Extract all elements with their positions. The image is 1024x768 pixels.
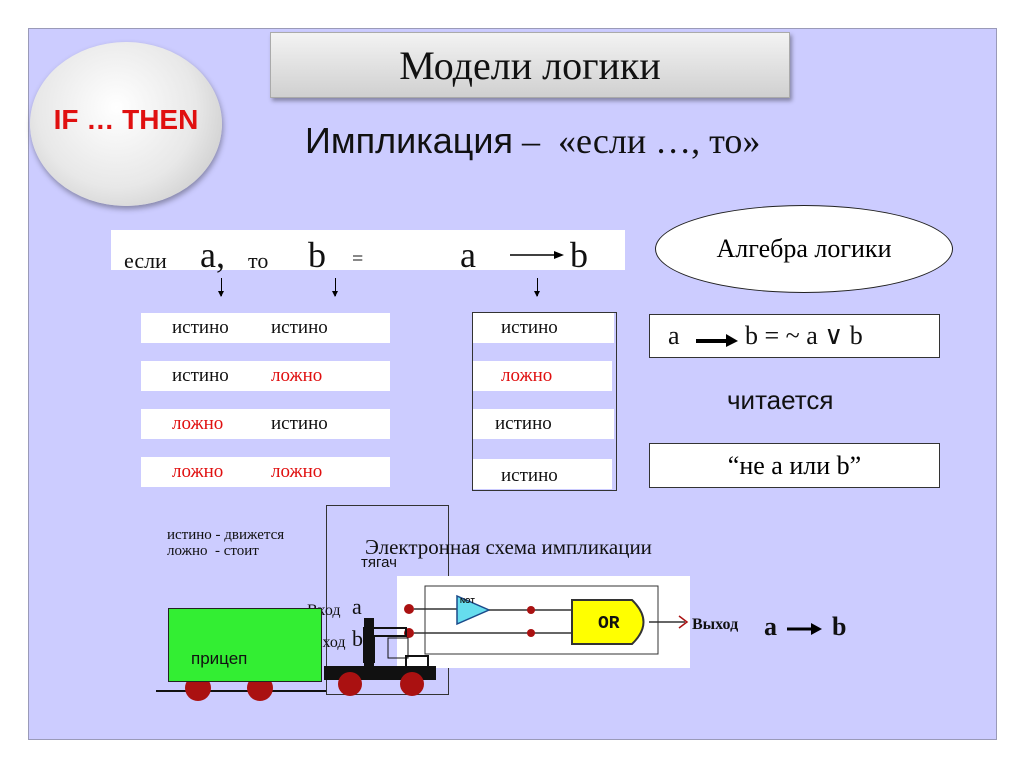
expr-var-a2: a xyxy=(460,235,476,275)
expr-var-a: a, xyxy=(200,235,225,275)
subtitle-term: Импликация xyxy=(305,120,514,161)
reads-label: читается xyxy=(727,385,834,415)
output-cell: истино xyxy=(473,409,614,439)
schema-title: Электронная схема импликации xyxy=(365,535,652,559)
tractor-cab-icon xyxy=(363,627,407,663)
formula-box: a b = ~ a ∨ b xyxy=(649,314,940,358)
implication-arrow-icon xyxy=(510,251,564,259)
expr-equals: = xyxy=(352,248,364,270)
expression-bar xyxy=(111,230,625,270)
expr-var-b: b xyxy=(308,235,326,275)
not-gate-label: NOT xyxy=(460,598,475,605)
subtitle-dash: – xyxy=(522,121,541,161)
output-cell: истино xyxy=(473,313,614,343)
formula-a: a xyxy=(668,321,680,350)
if-then-badge-label: IF … THEN xyxy=(53,104,199,135)
output-b: b xyxy=(832,612,847,641)
output-a: a xyxy=(764,612,777,641)
or-gate-label: OR xyxy=(598,614,620,634)
output-label: Выход xyxy=(692,616,739,633)
reads-value: “не а или b” xyxy=(727,450,862,480)
truth-row: ложно истино xyxy=(141,409,390,439)
legend: истино - движется ложно - стоит xyxy=(167,527,284,559)
slide-title-text: Модели логики xyxy=(399,42,661,88)
tractor-label: тягач xyxy=(361,554,397,571)
circuit-frame xyxy=(424,585,659,655)
truth-row: истино истино xyxy=(141,313,390,343)
truth-cell-a: истино xyxy=(172,365,229,386)
tractor-wheel-icon xyxy=(338,672,362,696)
expr-var-b2: b xyxy=(570,235,588,275)
output-expression: a b xyxy=(764,612,846,642)
reads-box: “не а или b” xyxy=(649,443,940,488)
truth-cell-b: истино xyxy=(271,413,328,434)
algebra-ellipse: Алгебра логики xyxy=(655,205,953,293)
output-value: истино xyxy=(495,413,552,434)
truth-cell-a: ложно xyxy=(172,461,224,482)
expr-if-word: если xyxy=(124,248,167,273)
truth-cell-a: истино xyxy=(172,317,229,338)
tractor-window-icon xyxy=(387,637,409,659)
truth-cell-b: ложно xyxy=(271,461,323,482)
truth-cell-b: истино xyxy=(271,317,328,338)
formula-rhs: b = ~ a ∨ b xyxy=(745,321,863,350)
if-then-badge: IF … THEN xyxy=(30,42,222,206)
trailer-label: прицеп xyxy=(191,649,248,668)
implication-arrow-icon xyxy=(786,623,822,636)
algebra-label: Алгебра логики xyxy=(716,234,892,263)
truth-row: истино ложно xyxy=(141,361,390,391)
tractor-wheel-icon xyxy=(400,672,424,696)
output-value: истино xyxy=(501,465,558,486)
down-arrow-icon-b xyxy=(332,278,338,297)
truth-row: ложно ложно xyxy=(141,457,390,487)
input-b-var: b xyxy=(352,626,363,651)
slide-title: Модели логики xyxy=(270,32,790,98)
down-arrow-icon-a xyxy=(218,278,224,297)
truth-cell-a: ложно xyxy=(172,413,224,434)
circuit-wiring xyxy=(404,585,689,655)
subtitle: Импликация – «если …, то» xyxy=(305,120,760,162)
implication-arrow-icon xyxy=(696,334,738,347)
tractor-exhaust-icon xyxy=(364,618,374,670)
output-arrow-icon xyxy=(678,615,689,629)
down-arrow-icon-out xyxy=(534,278,540,297)
or-gate-icon xyxy=(571,599,645,645)
output-value: истино xyxy=(501,317,558,338)
subtitle-phrase: «если …, то» xyxy=(558,121,761,161)
not-gate-icon xyxy=(456,594,491,626)
legend-line-true: истино - движется xyxy=(167,527,285,543)
output-cell: истино xyxy=(473,459,612,489)
trailer: прицеп xyxy=(168,608,322,682)
truth-cell-b: ложно xyxy=(271,365,323,386)
output-value: ложно xyxy=(501,365,553,386)
output-cell: ложно xyxy=(473,361,612,391)
input-a-terminal-icon xyxy=(404,604,414,614)
legend-line-false: ложно - стоит xyxy=(167,543,259,559)
expr-then-word: то xyxy=(248,248,269,273)
input-a-var: a xyxy=(352,594,362,619)
